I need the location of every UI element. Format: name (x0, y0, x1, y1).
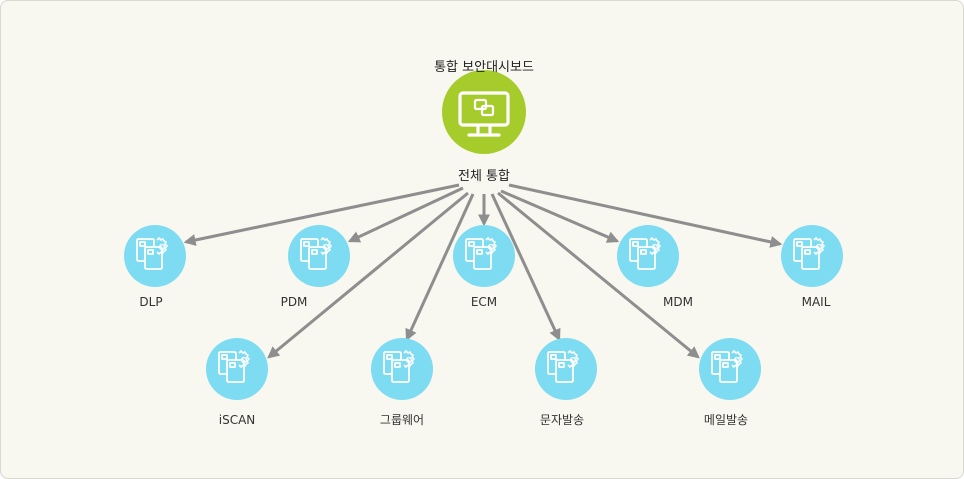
node-ECM (453, 225, 515, 287)
node-label: PDM (280, 295, 308, 309)
node-label: DLP (139, 295, 163, 309)
arrow-PDM (347, 186, 464, 243)
node-label: iSCAN (218, 413, 256, 427)
node-label: 문자발송 (539, 413, 585, 427)
arrow-그룹웨어 (405, 193, 475, 342)
hub-title: 통합 보안대시보드 (434, 60, 534, 75)
document-gear-icon (711, 350, 743, 383)
node-label: 메일발송 (703, 413, 749, 427)
document-gear-icon (465, 237, 497, 270)
arrows-layer (183, 183, 783, 359)
node-MDM (617, 225, 679, 287)
arrow-iSCAN (267, 191, 469, 359)
document-gear-icon (136, 237, 168, 270)
hub-subtitle: 전체 통합 (458, 169, 510, 184)
monitor-icon (458, 91, 510, 137)
document-gear-icon (629, 237, 661, 270)
arrow-MAIL (508, 183, 783, 248)
document-gear-icon (383, 350, 415, 383)
arrow-MDM (500, 189, 620, 243)
node-DLP (124, 225, 186, 287)
node-PDM (288, 225, 350, 287)
node-MAIL (781, 225, 843, 287)
document-gear-icon (793, 237, 825, 270)
hub-node (442, 70, 526, 154)
document-gear-icon (547, 350, 579, 383)
arrow-문자발송 (490, 193, 561, 342)
node-label: 그룹웨어 (379, 413, 425, 427)
node-label: ECM (470, 295, 498, 309)
node-label: MDM (663, 295, 693, 309)
document-gear-icon (300, 237, 332, 270)
nodes-layer (124, 225, 843, 400)
arrow-DLP (183, 183, 460, 246)
document-gear-icon (218, 350, 250, 383)
node-iSCAN (206, 338, 268, 400)
node-label: MAIL (801, 295, 831, 309)
node-그룹웨어 (371, 338, 433, 400)
node-메일발송 (699, 338, 761, 400)
arrow-메일발송 (497, 191, 700, 359)
node-문자발송 (535, 338, 597, 400)
